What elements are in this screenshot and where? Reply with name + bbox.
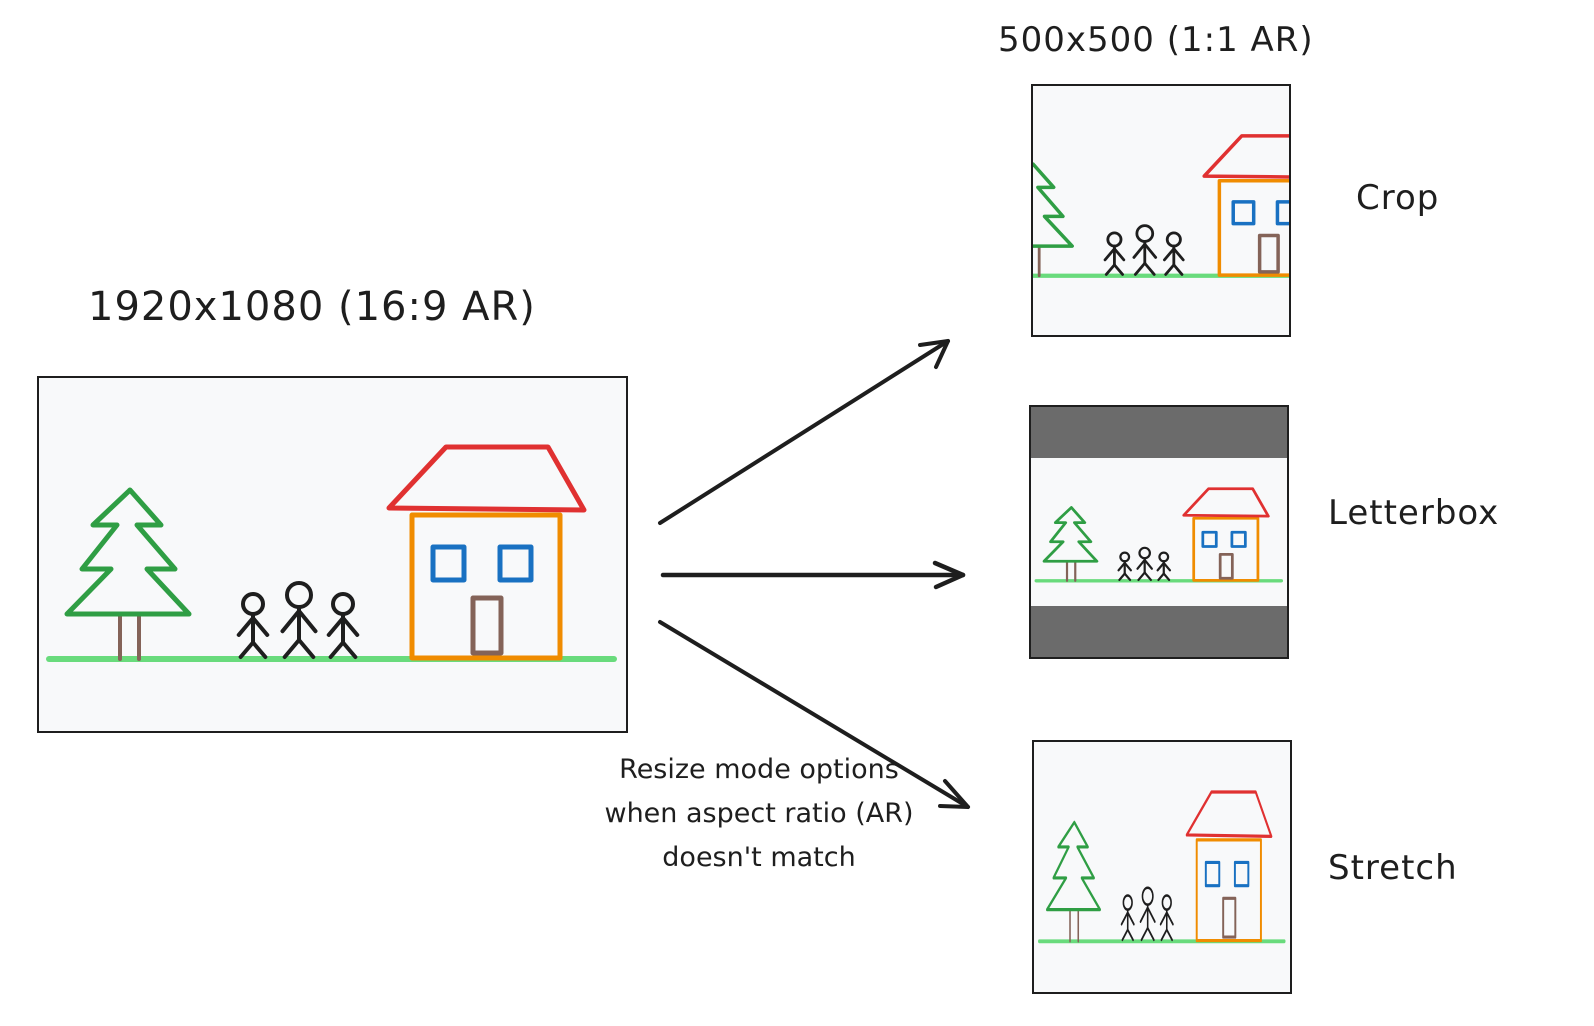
scene-group	[1034, 487, 1284, 583]
stick-figure-icon	[1117, 551, 1133, 582]
mode-label-crop: Crop	[1356, 178, 1440, 218]
mode-label-letterbox: Letterbox	[1328, 493, 1500, 533]
target-resolution-title: 500x500 (1:1 AR)	[998, 20, 1314, 60]
image-frame	[1032, 740, 1292, 994]
tree-icon	[1046, 820, 1101, 912]
image-frame	[1031, 84, 1291, 337]
stick-figure-icon	[236, 592, 270, 659]
house-door	[1222, 896, 1237, 939]
scene-group	[1038, 790, 1286, 944]
image-frame	[37, 376, 628, 733]
house-window-right	[1230, 530, 1247, 548]
house-window-right	[497, 544, 534, 583]
stick-figure-icon	[1136, 546, 1153, 582]
letterbox-bar-top	[1031, 407, 1287, 458]
letterbox-bar-bottom	[1031, 606, 1287, 657]
house-window-left	[1201, 530, 1218, 548]
stick-figure-icon	[1159, 894, 1174, 942]
tree-icon	[64, 487, 192, 617]
scene-clip	[1033, 134, 1289, 278]
stick-figure-icon	[1120, 894, 1135, 942]
stretch-result-image	[1032, 740, 1292, 994]
scene-group	[1033, 134, 1289, 278]
house-window-left	[1204, 860, 1221, 888]
house-door	[1218, 552, 1234, 580]
tree-icon	[1042, 506, 1099, 563]
house-window-left	[1231, 200, 1256, 226]
house-door	[1257, 233, 1280, 274]
stick-figure-icon	[1163, 231, 1185, 276]
source-resolution-title: 1920x1080 (16:9 AR)	[88, 284, 536, 330]
stick-figure-icon	[1139, 886, 1156, 942]
scene-group	[46, 444, 617, 662]
arrow-to-crop	[658, 339, 950, 525]
house-walls	[1192, 516, 1260, 582]
crop-result-image	[1031, 84, 1291, 337]
stick-figure-icon	[280, 581, 318, 659]
house-roof	[1202, 134, 1289, 179]
source-image	[37, 376, 628, 733]
house-walls	[409, 512, 563, 661]
mode-label-stretch: Stretch	[1328, 848, 1458, 888]
house-roof	[1182, 487, 1270, 518]
house-walls	[1217, 178, 1289, 277]
house-window-right	[1233, 860, 1250, 888]
stick-figure-icon	[1103, 231, 1126, 276]
letterbox-result-image	[1029, 405, 1289, 659]
arrow-to-stretch	[658, 620, 970, 809]
house-roof	[386, 444, 587, 513]
tree-icon	[1033, 162, 1074, 248]
house-window-right	[1275, 200, 1289, 226]
arrow-to-letterbox	[660, 560, 966, 590]
house-walls	[1195, 838, 1262, 943]
stick-figure-icon	[326, 592, 360, 659]
house-door	[470, 595, 504, 656]
house-window-left	[430, 544, 467, 583]
stick-figure-icon	[1156, 551, 1172, 582]
house-roof	[1185, 790, 1273, 838]
resize-mode-note: Resize mode options when aspect ratio (A…	[604, 754, 914, 873]
stick-figure-icon	[1132, 224, 1158, 276]
